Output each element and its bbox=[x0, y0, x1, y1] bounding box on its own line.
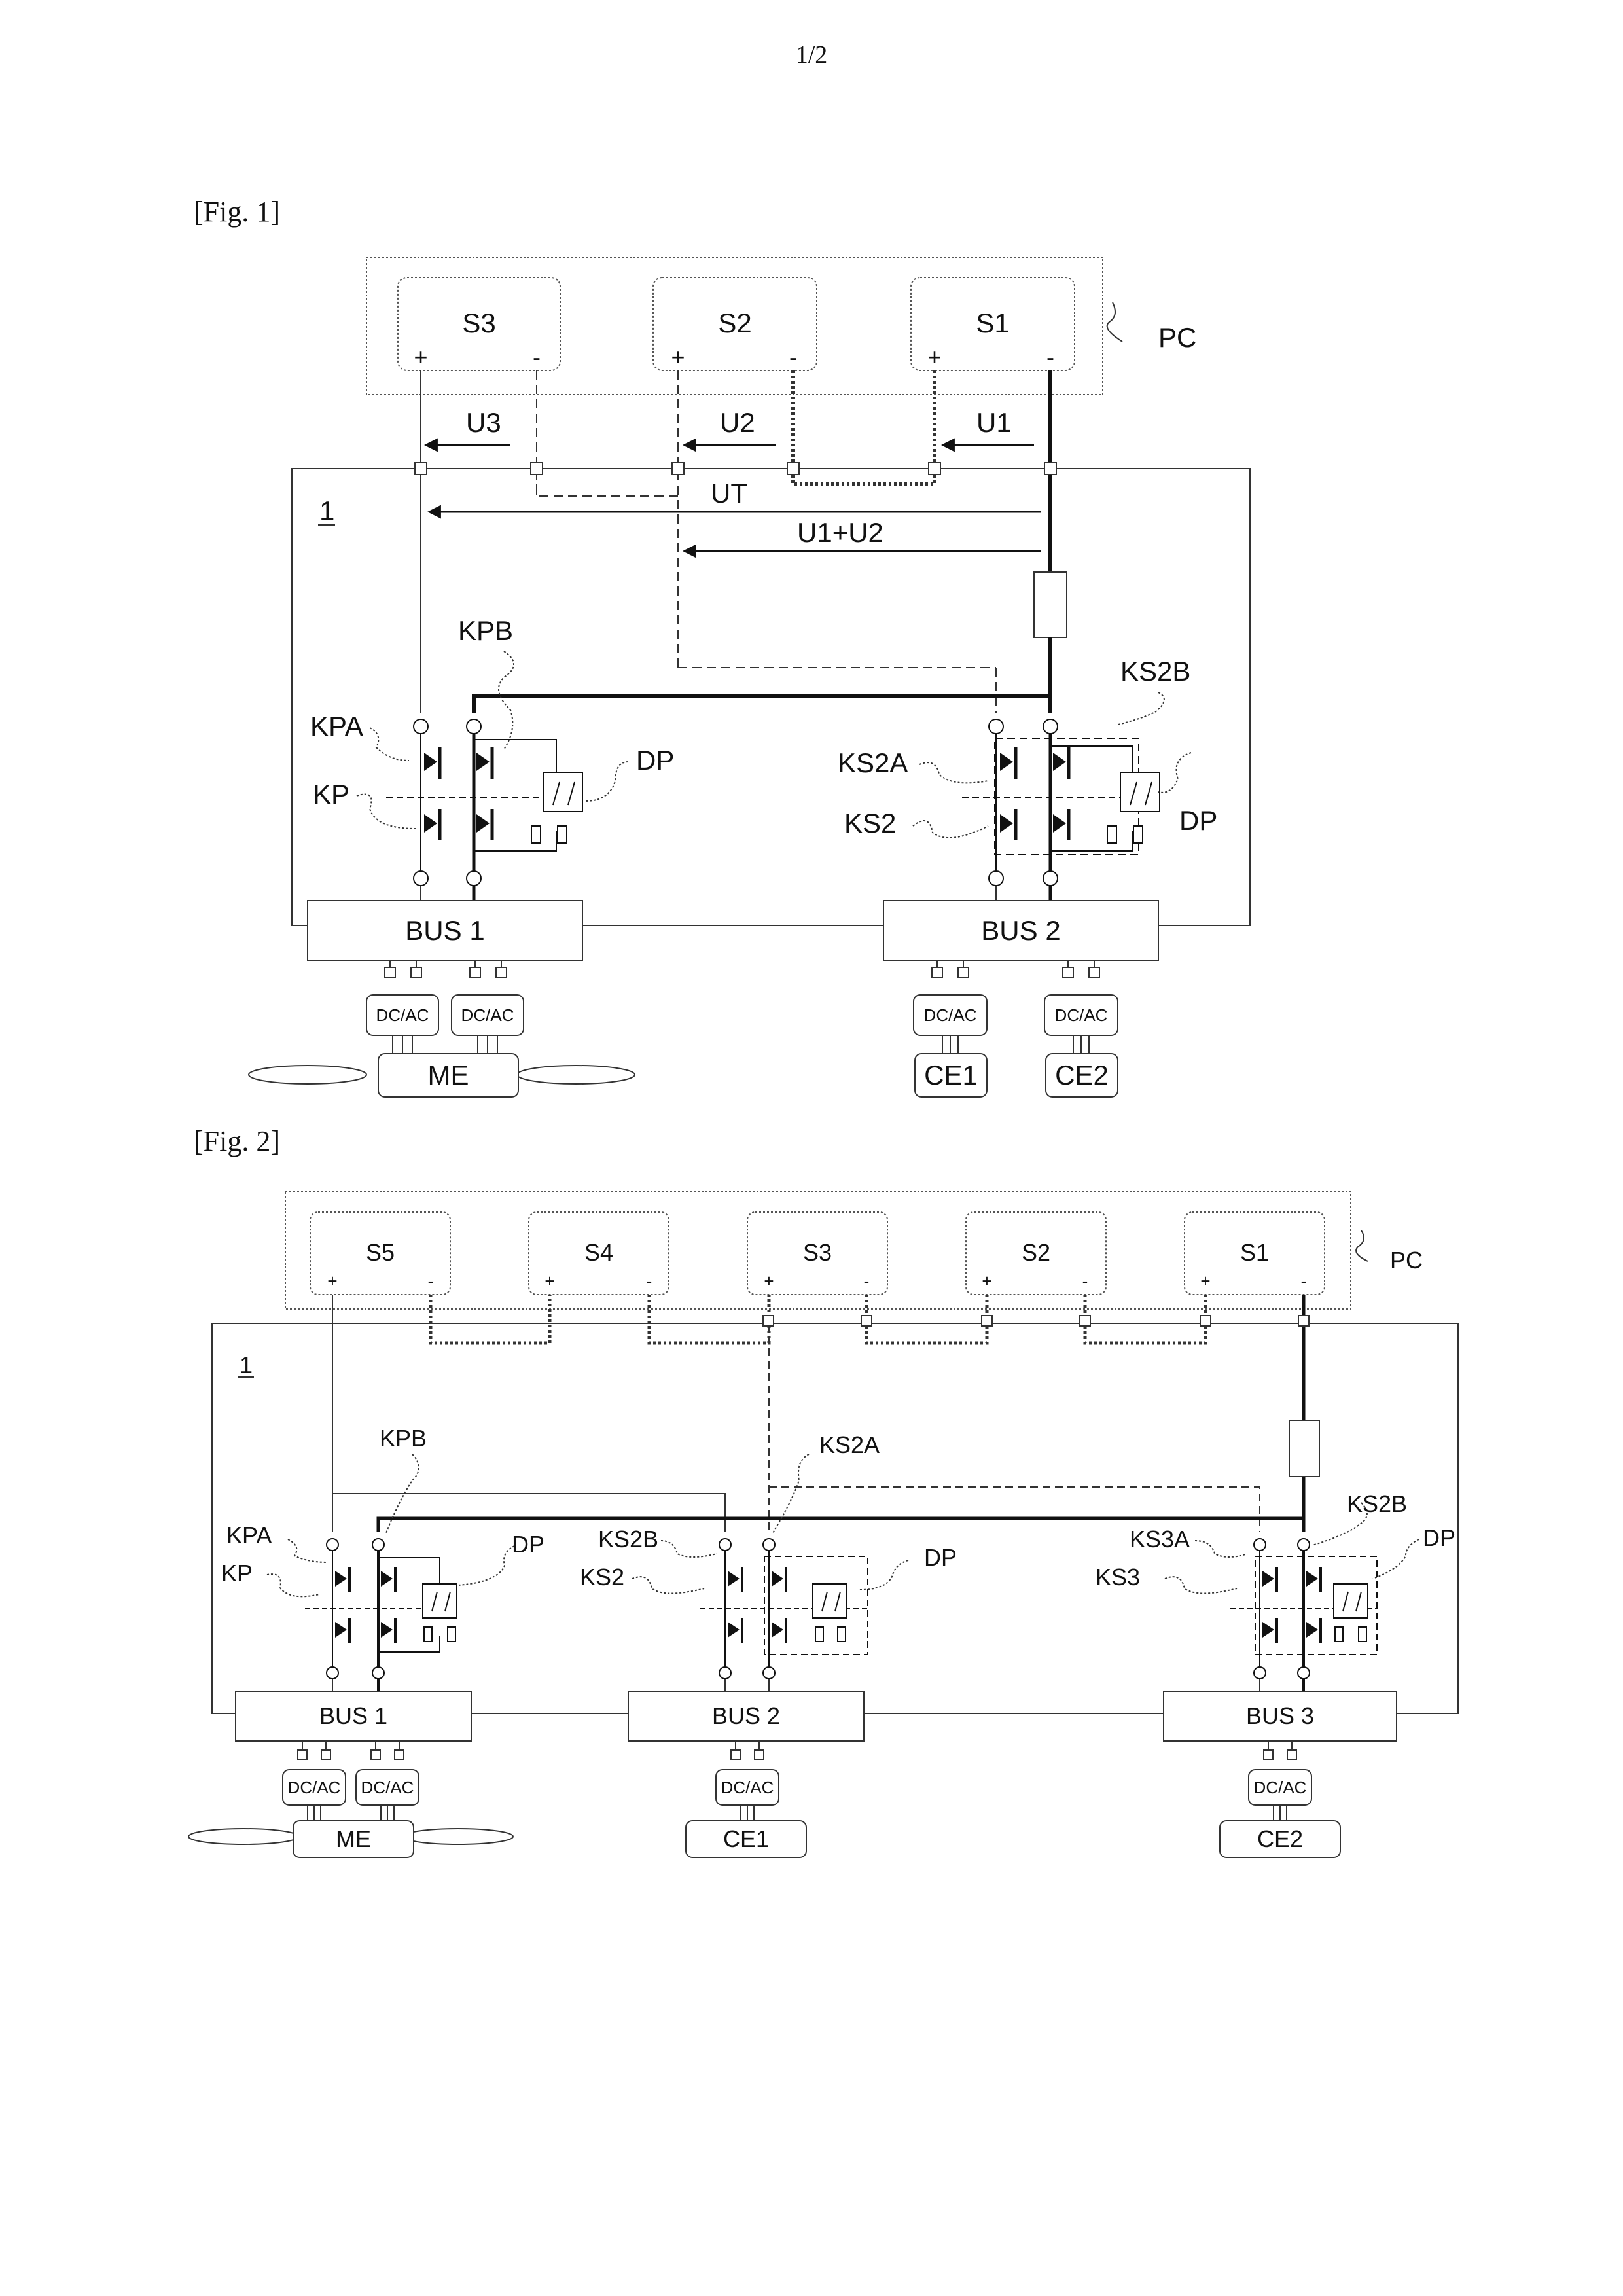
fig2-bus-3-label: BUS 3 bbox=[1246, 1702, 1314, 1729]
fig1-source-s1: S1 + - bbox=[911, 278, 1075, 370]
fig1-voltage-u3: U3 bbox=[466, 407, 501, 438]
fig2-source-s1: S1 + - bbox=[1185, 1212, 1325, 1295]
fig2-propeller-left bbox=[188, 1829, 298, 1844]
fig2-source-s2-name: S2 bbox=[1022, 1239, 1050, 1266]
fig1-voltage-ut: UT bbox=[711, 478, 747, 509]
fig2-callout-dp2: DP bbox=[924, 1544, 957, 1571]
fig2-load-ce1-label: CE1 bbox=[723, 1825, 769, 1852]
fig1-source-s1-minus: - bbox=[1046, 344, 1054, 370]
fig1-load-ce2-label: CE2 bbox=[1055, 1060, 1109, 1090]
fig2-source-s3-name: S3 bbox=[803, 1239, 832, 1266]
fig1-propeller-left bbox=[249, 1066, 366, 1084]
fig2-converters: DC/AC DC/AC DC/AC DC/AC bbox=[283, 1770, 1311, 1805]
fig2-callout-ks2: KS2 bbox=[580, 1564, 624, 1590]
fig2-system-ref: 1 bbox=[240, 1352, 253, 1378]
fig2-source-s4-minus: - bbox=[647, 1271, 652, 1291]
fig2-source-s1-minus: - bbox=[1301, 1271, 1307, 1291]
fig2-source-s1-plus: + bbox=[1200, 1271, 1210, 1291]
fig1-system-ref: 1 bbox=[319, 495, 334, 526]
fig1-pc-label: PC bbox=[1158, 322, 1196, 353]
fig2-diagram: PC S5 + - S4 + - S3 + - S2 + - S1 + bbox=[188, 1191, 1458, 1857]
fig2-converter-1: DC/AC bbox=[288, 1778, 341, 1797]
fig1-callout-dp-right: DP bbox=[1179, 805, 1217, 836]
fig2-switch-ks3 bbox=[1230, 1539, 1377, 1679]
fig1-diagram: PC S3 + - S2 + - S1 + - 1 bbox=[249, 257, 1250, 1097]
fig1-switch-ks2 bbox=[962, 719, 1160, 886]
fig1-source-s2-minus: - bbox=[789, 344, 797, 370]
fig1-load-ce1-label: CE1 bbox=[924, 1060, 978, 1090]
fig2-source-s5-plus: + bbox=[327, 1271, 337, 1291]
fig2-callout-kpb: KPB bbox=[380, 1425, 427, 1452]
fig2-switch-kp bbox=[305, 1539, 457, 1679]
fig2-source-s3-minus: - bbox=[864, 1271, 870, 1291]
fig1-switch-kp bbox=[386, 719, 582, 886]
fig2-source-s1-name: S1 bbox=[1240, 1239, 1269, 1266]
fig2-source-s5-name: S5 bbox=[366, 1239, 395, 1266]
fig1-source-s2-name: S2 bbox=[718, 308, 751, 338]
fig2-callout-kpa: KPA bbox=[226, 1522, 272, 1549]
fig1-voltage-u2: U2 bbox=[720, 407, 755, 438]
fig1-source-s3-minus: - bbox=[533, 344, 541, 370]
fig2-source-s5-minus: - bbox=[428, 1271, 434, 1291]
fig1-converter-3: DC/AC bbox=[924, 1005, 977, 1025]
fig2-propeller-right bbox=[403, 1829, 513, 1844]
fig1-bus-2-label: BUS 2 bbox=[981, 915, 1060, 946]
fig1-source-s3-plus: + bbox=[414, 344, 427, 370]
fig1-converters: DC/AC DC/AC DC/AC DC/AC bbox=[366, 995, 1118, 1035]
fig1-source-s2: S2 + - bbox=[653, 278, 817, 370]
fig1-callout-ks2: KS2 bbox=[844, 808, 896, 838]
fig1-converter-2: DC/AC bbox=[461, 1005, 514, 1025]
fig1-load-me-label: ME bbox=[428, 1060, 469, 1090]
fig2-source-s5: S5 + - bbox=[310, 1212, 450, 1295]
fig2-source-s3: S3 + - bbox=[747, 1212, 887, 1295]
fig2-converter-4: DC/AC bbox=[1254, 1778, 1307, 1797]
fig2-source-s2-minus: - bbox=[1082, 1271, 1088, 1291]
fig2-source-s4: S4 + - bbox=[529, 1212, 669, 1295]
fig2-bus-2-label: BUS 2 bbox=[712, 1702, 780, 1729]
fig2-callout-ks3: KS3 bbox=[1096, 1564, 1140, 1590]
fig2-callout-ks2a: KS2A bbox=[819, 1431, 880, 1458]
fig1-source-s3-name: S3 bbox=[462, 308, 495, 338]
fig2-callout-dp3: DP bbox=[1423, 1524, 1455, 1551]
fig2-load-me-label: ME bbox=[336, 1825, 371, 1852]
fig1-callout-kpb: KPB bbox=[458, 615, 513, 646]
fig2-load-ce2-label: CE2 bbox=[1257, 1825, 1303, 1852]
fig1-bus-1-label: BUS 1 bbox=[405, 915, 484, 946]
fig2-callout-ks3a: KS3A bbox=[1130, 1526, 1190, 1552]
fig2-converter-2: DC/AC bbox=[361, 1778, 414, 1797]
fig1-callout-kp: KP bbox=[313, 779, 349, 810]
fig1-callout-ks2b: KS2B bbox=[1120, 656, 1190, 687]
fig1-source-s1-plus: + bbox=[927, 344, 941, 370]
fig1-source-s3: S3 + - bbox=[398, 278, 560, 370]
fig2-callout-dp1: DP bbox=[512, 1531, 544, 1558]
fig1-callout-dp-left: DP bbox=[636, 745, 674, 776]
fig2-converter-3: DC/AC bbox=[721, 1778, 774, 1797]
fig1-source-s2-plus: + bbox=[671, 344, 685, 370]
fig1-converter-1: DC/AC bbox=[376, 1005, 429, 1025]
fig1-callout-ks2a: KS2A bbox=[838, 747, 908, 778]
fig2-source-s4-plus: + bbox=[544, 1271, 554, 1291]
fig1-voltage-u1: U1 bbox=[976, 407, 1012, 438]
fig2-callout-ks2b-right: KS2B bbox=[1347, 1490, 1407, 1517]
fig1-voltage-u12: U1+U2 bbox=[797, 517, 883, 548]
fig2-switch-ks2 bbox=[700, 1539, 868, 1679]
fig1-source-s1-name: S1 bbox=[976, 308, 1009, 338]
fig2-source-s4-name: S4 bbox=[584, 1239, 613, 1266]
fig2-source-s2-plus: + bbox=[982, 1271, 991, 1291]
fig1-converter-4: DC/AC bbox=[1055, 1005, 1108, 1025]
fig2-source-s2: S2 + - bbox=[966, 1212, 1106, 1295]
fig2-callout-ks2b: KS2B bbox=[598, 1526, 658, 1552]
fig2-source-s3-plus: + bbox=[764, 1271, 774, 1291]
fig2-bus-1-label: BUS 1 bbox=[319, 1702, 387, 1729]
fig2-pc-label: PC bbox=[1390, 1247, 1423, 1274]
fig2-callout-kp: KP bbox=[221, 1560, 253, 1587]
fig1-pc-squiggle bbox=[1107, 302, 1122, 342]
fig1-propeller-right bbox=[517, 1066, 635, 1084]
fig1-callout-kpa: KPA bbox=[310, 711, 363, 742]
